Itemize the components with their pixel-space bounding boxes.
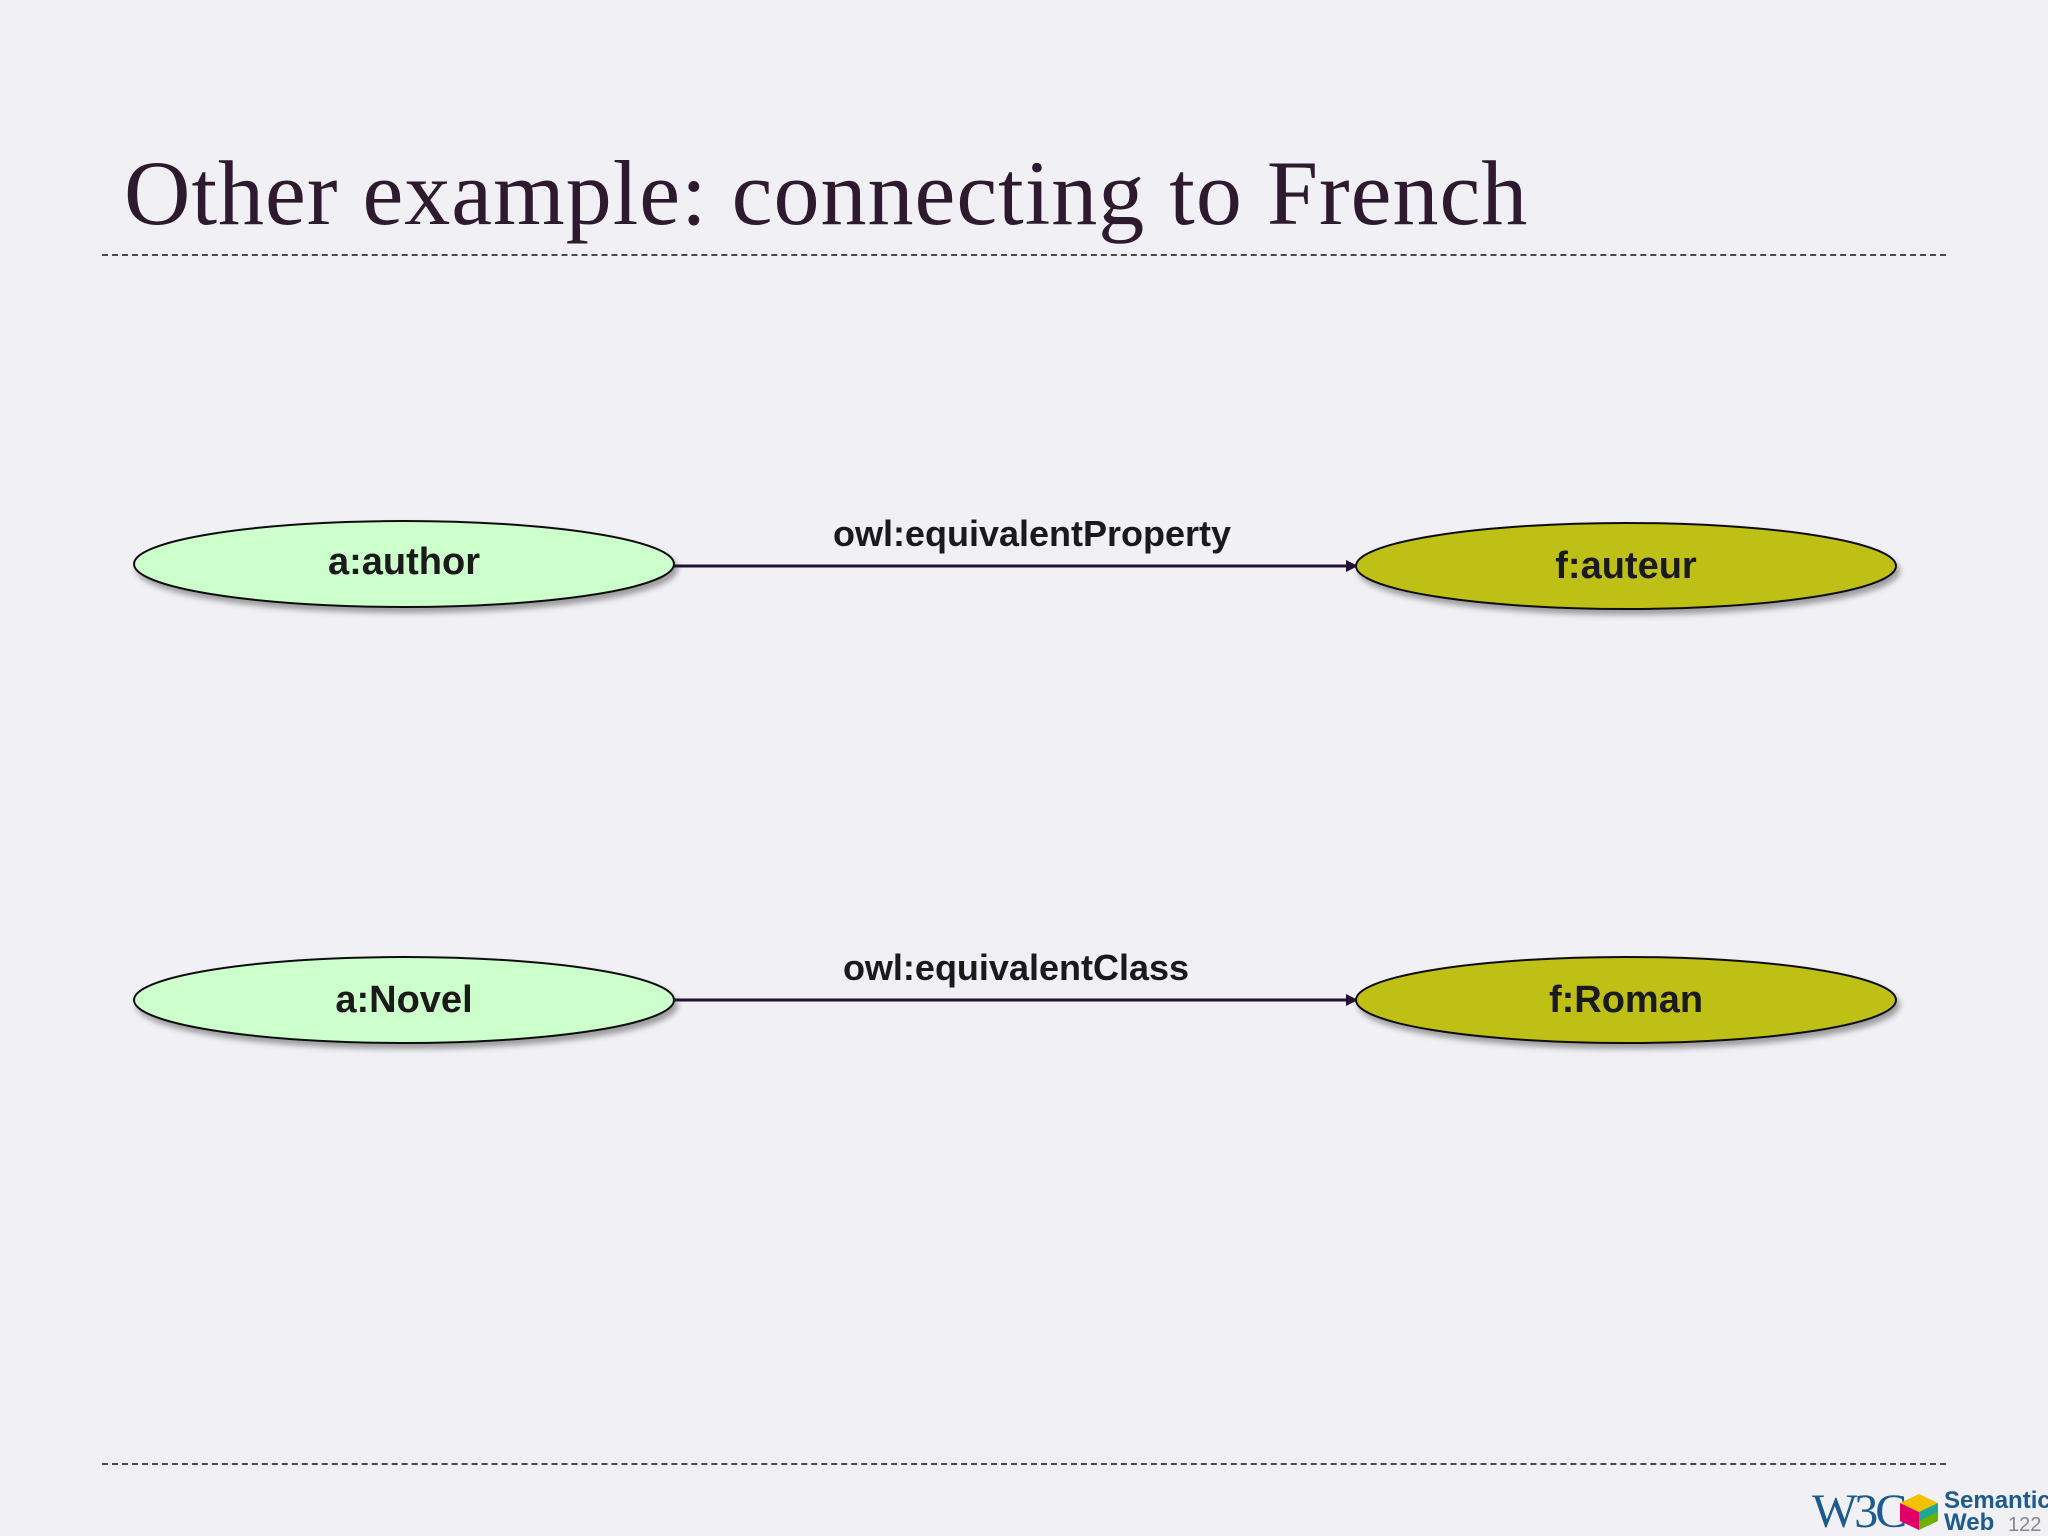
object-node-roman[interactable] bbox=[1355, 956, 1897, 1044]
w3c-semantic-web-logo: W3C Semantic Web 122 bbox=[1812, 1488, 2048, 1536]
slide-title: Other example: connecting to French bbox=[124, 142, 1529, 244]
cube-icon bbox=[1900, 1494, 1938, 1530]
title-divider bbox=[102, 254, 1946, 256]
footer-divider bbox=[102, 1463, 1946, 1465]
object-node-roman-label: f:Roman bbox=[1549, 979, 1703, 1021]
object-node-auteur[interactable] bbox=[1355, 522, 1897, 610]
triple-row-novel: a:Novel owl:equivalentClass f:Roman bbox=[133, 947, 1897, 1044]
page-number: 122 bbox=[2008, 1514, 2042, 1536]
semantic-label: Semantic bbox=[1944, 1488, 2048, 1514]
web-label: Web bbox=[1944, 1509, 1995, 1536]
subject-node-novel-label: a:Novel bbox=[335, 979, 472, 1021]
edge-equivalent-class-label: owl:equivalentClass bbox=[843, 947, 1189, 988]
object-node-auteur-label: f:auteur bbox=[1555, 545, 1697, 587]
subject-node-author[interactable] bbox=[133, 520, 675, 608]
edge-equivalent-property-label: owl:equivalentProperty bbox=[833, 513, 1231, 554]
subject-node-author-label: a:author bbox=[328, 541, 480, 583]
w3c-wordmark: W3C bbox=[1812, 1488, 1907, 1536]
triple-row-author: a:author owl:equivalentProperty f:auteur bbox=[133, 513, 1897, 610]
